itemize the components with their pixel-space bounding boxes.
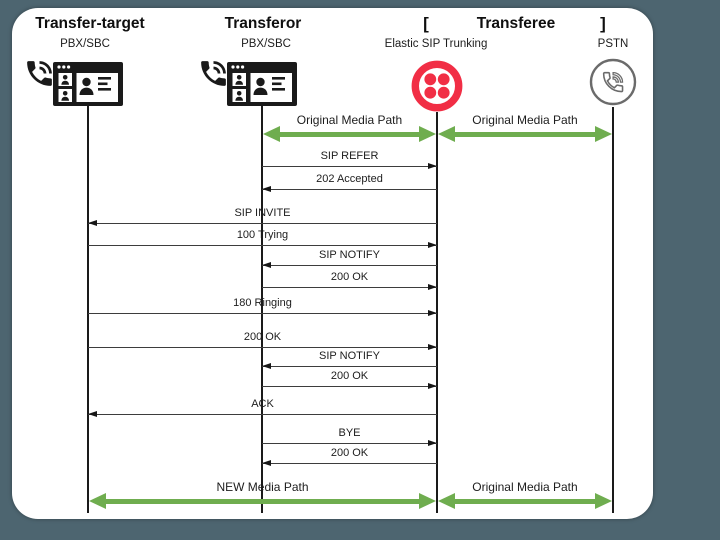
message-arrowhead xyxy=(428,310,437,316)
message-label-11: BYE xyxy=(338,427,361,439)
message-label-8: SIP NOTIFY xyxy=(319,350,380,362)
message-label-3: 100 Trying xyxy=(236,229,289,241)
message-label-0: SIP REFER xyxy=(320,150,379,162)
message-label-1: 202 Accepted xyxy=(316,173,383,185)
actor-title-transfer-target: Transfer-target xyxy=(35,15,145,32)
media-path-arrowhead xyxy=(595,493,612,509)
message-arrowhead xyxy=(88,220,97,226)
media-path-arrowhead xyxy=(263,126,280,142)
message-line-2 xyxy=(88,223,437,225)
lifeline-transfer_target xyxy=(87,106,89,513)
group-bracket-close: ] xyxy=(600,14,606,33)
message-line-6 xyxy=(88,313,437,315)
media-path-line xyxy=(450,131,600,137)
message-label-12: 200 OK xyxy=(330,447,369,459)
message-arrowhead xyxy=(428,440,437,446)
message-label-2: SIP INVITE xyxy=(234,207,291,219)
media-path-label-2: NEW Media Path xyxy=(216,480,309,494)
message-arrowhead xyxy=(428,163,437,169)
message-line-10 xyxy=(88,414,437,416)
lifeline-pstn xyxy=(612,107,614,513)
message-arrowhead xyxy=(428,242,437,248)
pstn-phone-circle-icon xyxy=(589,58,637,106)
contacts-browser-icon xyxy=(227,62,297,106)
message-line-5 xyxy=(262,287,437,289)
message-line-4 xyxy=(262,265,437,267)
actor-subtitle-pstn: PSTN xyxy=(597,38,629,50)
message-line-8 xyxy=(262,366,437,368)
media-path-arrowhead xyxy=(419,126,436,142)
group-title-transferee: Transferee xyxy=(476,15,556,32)
actor-title-transferor: Transferor xyxy=(224,15,302,32)
media-path-line xyxy=(275,131,424,137)
message-label-9: 200 OK xyxy=(330,370,369,382)
lifeline-elastic_sip_trunking xyxy=(436,112,438,513)
message-arrowhead xyxy=(262,363,271,369)
message-arrowhead xyxy=(428,344,437,350)
group-bracket-open: [ xyxy=(423,14,429,33)
message-line-3 xyxy=(88,245,437,247)
message-label-7: 200 OK xyxy=(243,331,282,343)
message-label-5: 200 OK xyxy=(330,271,369,283)
media-path-arrowhead xyxy=(89,493,106,509)
message-arrowhead xyxy=(262,460,271,466)
message-line-1 xyxy=(262,189,437,191)
message-label-10: ACK xyxy=(251,398,274,410)
phone-waves-icon xyxy=(27,61,52,86)
contacts-browser-icon xyxy=(53,62,123,106)
media-path-line xyxy=(101,498,424,504)
message-arrowhead xyxy=(428,383,437,389)
message-arrowhead xyxy=(262,262,271,268)
message-label-6: 180 Ringing xyxy=(233,297,292,309)
message-line-12 xyxy=(262,463,437,465)
media-path-line xyxy=(450,498,600,504)
media-path-arrowhead xyxy=(438,126,455,142)
media-path-arrowhead xyxy=(595,126,612,142)
media-path-label-1: Original Media Path xyxy=(472,113,578,127)
media-path-arrowhead xyxy=(419,493,436,509)
phone-waves-icon xyxy=(201,61,226,86)
media-path-label-0: Original Media Path xyxy=(296,113,403,127)
message-line-0 xyxy=(262,166,437,168)
message-line-9 xyxy=(262,386,437,388)
message-arrowhead xyxy=(428,284,437,290)
actor-subtitle-pbx-sbc-1: PBX/SBC xyxy=(60,38,110,50)
message-line-11 xyxy=(262,443,437,445)
media-path-arrowhead xyxy=(438,493,455,509)
lifeline-transferor xyxy=(261,106,263,513)
actor-subtitle-elastic-sip-trunking: Elastic SIP Trunking xyxy=(384,38,488,50)
media-path-label-3: Original Media Path xyxy=(472,480,578,494)
message-arrowhead xyxy=(262,186,271,192)
message-arrowhead xyxy=(88,411,97,417)
message-line-7 xyxy=(88,347,437,349)
actor-subtitle-pbx-sbc-2: PBX/SBC xyxy=(241,38,291,50)
message-label-4: SIP NOTIFY xyxy=(319,249,380,261)
twilio-logo-icon xyxy=(411,60,463,112)
